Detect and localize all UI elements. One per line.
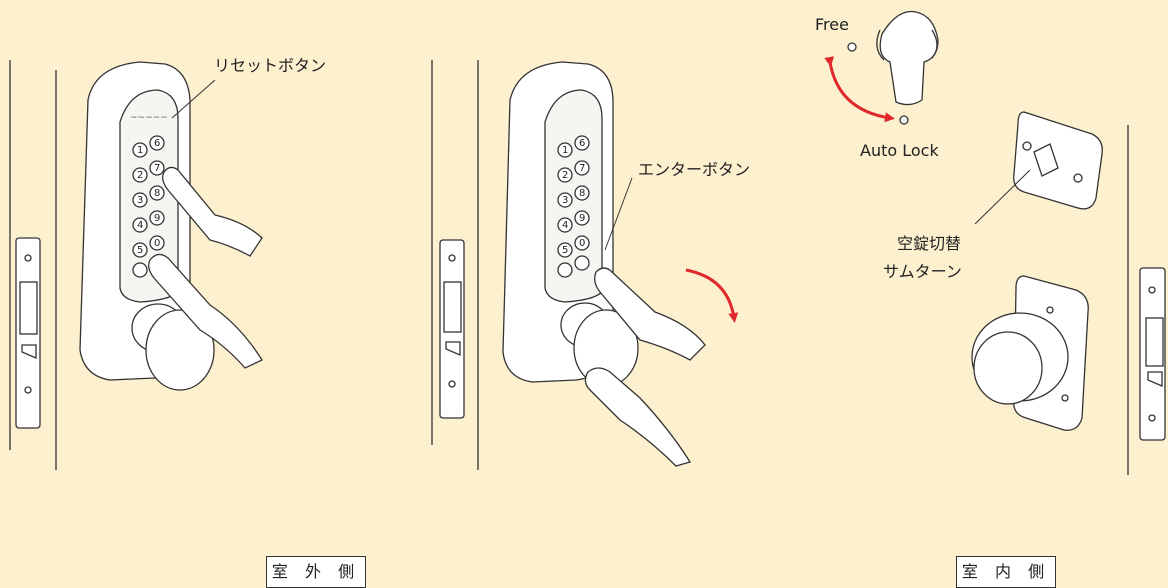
reset-button-label: リセットボタン — [214, 56, 327, 75]
keypad-digit: 5 — [562, 245, 568, 256]
keypad-digit: 8 — [579, 188, 585, 199]
door-knob — [131, 303, 215, 391]
strike-plate — [439, 239, 465, 419]
callout-line — [974, 169, 1031, 225]
strike-plate — [1139, 267, 1166, 441]
keypad-digit: 7 — [154, 163, 160, 174]
thumbturn-label-line1: 空錠切替 — [897, 234, 962, 253]
autolock-indicator-dot — [899, 115, 909, 125]
keypad-digit: 0 — [579, 238, 585, 249]
keypad-digit: 6 — [154, 138, 160, 149]
thumbturn-closeup — [876, 10, 939, 106]
keypad-digit: 0 — [154, 238, 160, 249]
keypad-digit: 4 — [562, 220, 568, 231]
keypad-digit: 3 — [562, 195, 568, 206]
keypad-digit: 1 — [137, 145, 143, 156]
keypad-digit: 6 — [579, 138, 585, 149]
keypad-digit: 8 — [154, 188, 160, 199]
rotation-arrow — [685, 268, 739, 323]
callout-line — [171, 79, 216, 119]
keypad-digit: 9 — [154, 213, 160, 224]
keypad-digit: 3 — [137, 195, 143, 206]
keypad-digit: 2 — [137, 170, 143, 181]
outside-side-label: 室 外 側 — [266, 556, 366, 588]
keypad-digit: 5 — [137, 245, 143, 256]
door-knob — [971, 312, 1069, 405]
thumbturn-plate — [1013, 111, 1103, 210]
callout-line — [604, 177, 633, 251]
keypad-digit: 9 — [579, 213, 585, 224]
strike-plate — [15, 237, 41, 429]
inside-side-label: 室 内 側 — [956, 556, 1056, 588]
keypad-digit: 2 — [562, 170, 568, 181]
panel-inside — [847, 10, 1166, 475]
thumbturn-label-line2: サムターン — [883, 262, 962, 281]
finger-hand — [584, 267, 706, 467]
panel-outside-reset: ~~~~~ — [9, 60, 263, 470]
keypad-digit: 1 — [562, 145, 568, 156]
keypad-buttons — [557, 135, 590, 278]
auto-lock-label: Auto Lock — [860, 141, 939, 160]
free-autolock-arrow — [824, 56, 895, 123]
panel-outside-enter — [431, 60, 706, 470]
svg-text:~~~~~: ~~~~~ — [130, 113, 168, 123]
free-indicator-dot — [847, 42, 857, 52]
free-label: Free — [815, 15, 849, 34]
keypad-digit: 4 — [137, 220, 143, 231]
finger-hand — [148, 166, 263, 369]
keypad-digit: 7 — [579, 163, 585, 174]
enter-button-label: エンターボタン — [638, 160, 751, 179]
